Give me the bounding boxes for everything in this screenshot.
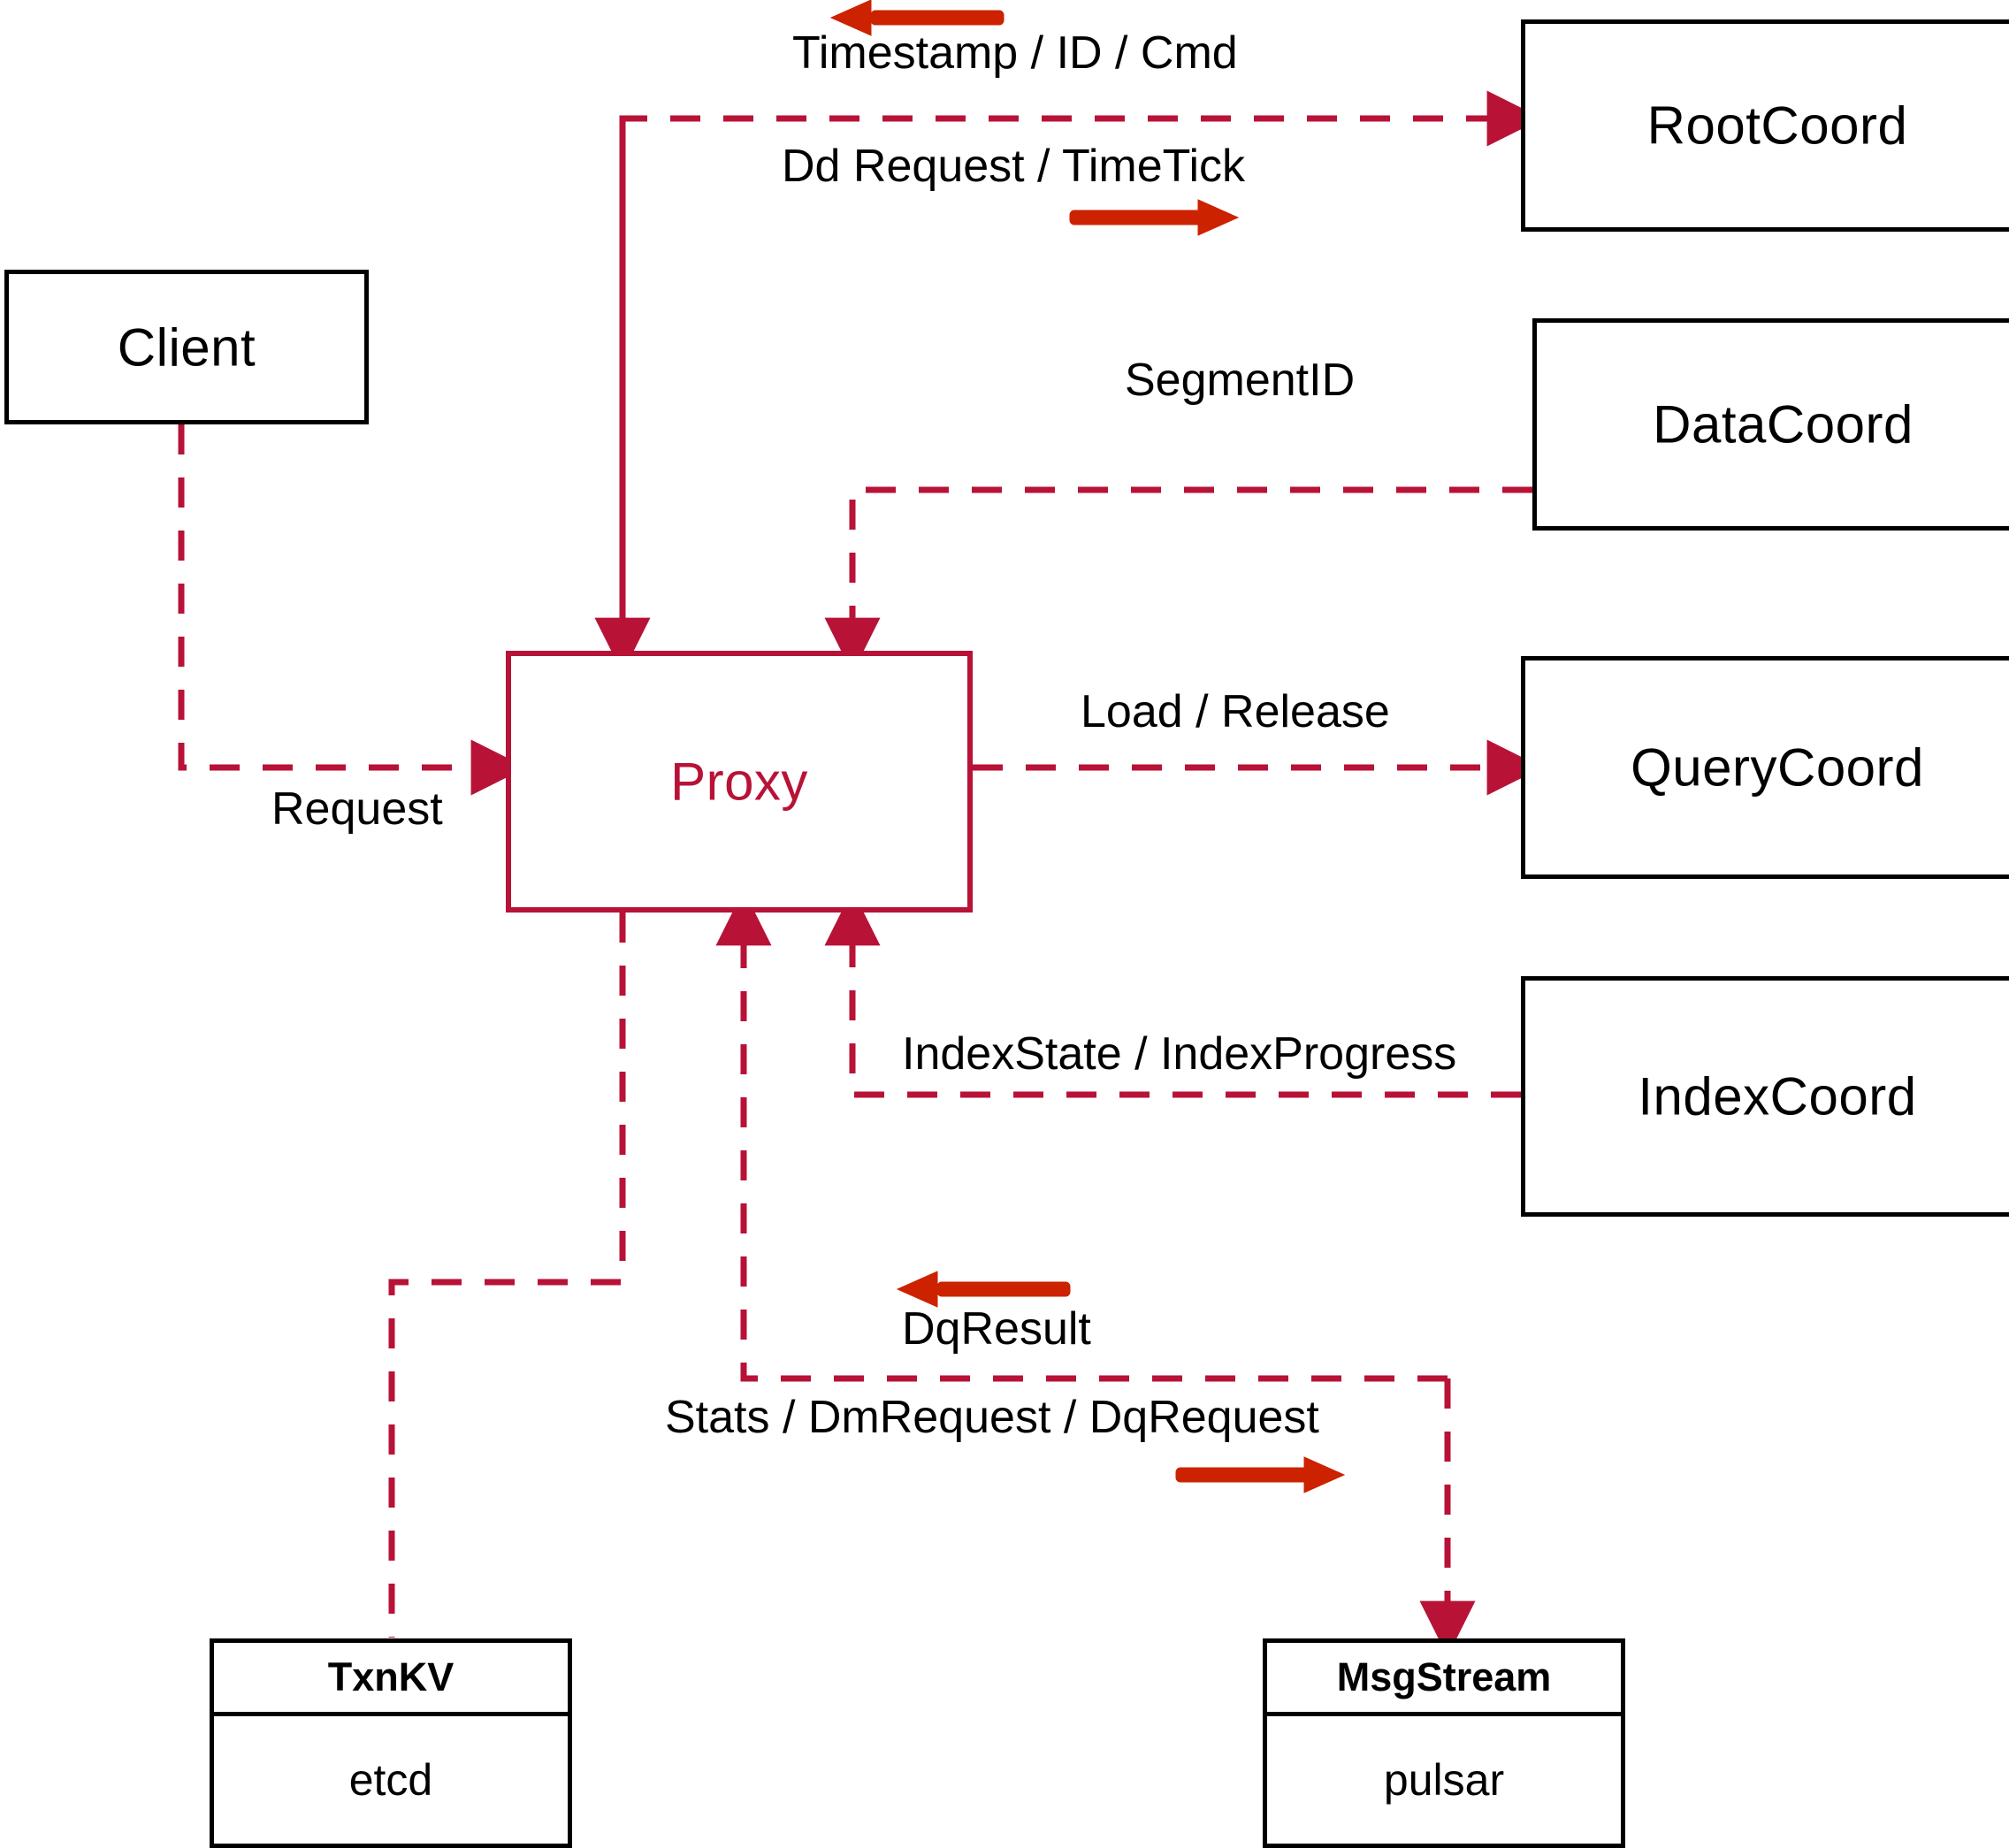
edge-client-to-proxy [178, 424, 527, 796]
node-proxy-label: Proxy [670, 752, 808, 812]
node-indexcoord-label: IndexCoord [1638, 1066, 1917, 1126]
edge-label-segmentid: SegmentID [1125, 355, 1356, 406]
edge-proxy-to-txnkv [388, 913, 626, 1638]
node-datacoord-label: DataCoord [1653, 394, 1914, 454]
node-rootcoord[interactable]: RootCoord [1521, 19, 2009, 232]
node-msgstream[interactable]: MsgStream pulsar [1263, 1638, 1625, 1848]
node-indexcoord[interactable]: IndexCoord [1521, 976, 2009, 1217]
node-client-label: Client [117, 317, 256, 377]
direction-arrow-right-top [1069, 199, 1240, 236]
edge-label-indexstate-indexprogress: IndexState / IndexProgress [902, 1028, 1457, 1080]
edge-label-load-release: Load / Release [1081, 686, 1390, 737]
edge-label-dqresult: DqResult [902, 1303, 1091, 1355]
edge-label-request: Request [271, 783, 443, 835]
edge-msgstream-to-proxy [715, 890, 1448, 1382]
node-client[interactable]: Client [4, 270, 369, 424]
direction-arrow-left-bottom [896, 1271, 1071, 1308]
node-txnkv[interactable]: TxnKV etcd [210, 1638, 572, 1848]
direction-arrow-right-bottom [1175, 1456, 1346, 1493]
node-txnkv-impl: etcd [348, 1755, 433, 1805]
node-txnkv-title: TxnKV [214, 1643, 568, 1716]
node-msgstream-title: MsgStream [1267, 1643, 1621, 1716]
node-proxy[interactable]: Proxy [506, 651, 973, 913]
edge-datacoord-to-proxy [824, 486, 1532, 674]
direction-arrow-left-top [829, 0, 1004, 36]
node-datacoord[interactable]: DataCoord [1532, 318, 2009, 531]
edge-indexcoord-to-proxy [824, 890, 1521, 1098]
edge-label-stats-dmrequest-dqrequest: Stats / DmRequest / DqRequest [665, 1392, 1319, 1443]
node-msgstream-impl: pulsar [1383, 1755, 1505, 1805]
node-querycoord[interactable]: QueryCoord [1521, 656, 2009, 879]
edge-label-timestamp-id-cmd: Timestamp / ID / Cmd [792, 27, 1238, 79]
node-querycoord-label: QueryCoord [1631, 737, 1924, 798]
node-rootcoord-label: RootCoord [1646, 95, 1908, 156]
edge-label-dd-request-timetick: Dd Request / TimeTick [782, 141, 1246, 192]
